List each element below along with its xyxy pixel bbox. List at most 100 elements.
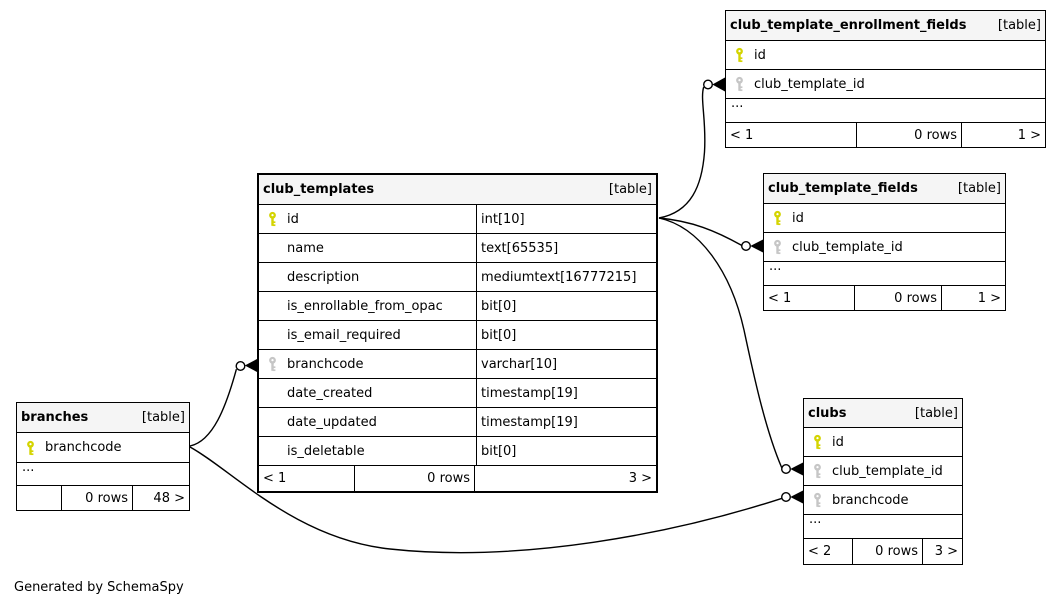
foreign-key: [733, 76, 746, 92]
open-dot-icon: [781, 464, 792, 475]
column-row-club_template_id: club_template_id: [726, 69, 1045, 98]
edge-branches-branchcode-to-club_templates-branchcode: [189, 359, 257, 447]
column-row-date_created: date_created timestamp[19]: [259, 378, 656, 407]
column-name-cell: branchcode: [804, 486, 962, 514]
column-row-id: id: [764, 203, 1005, 232]
column-name-cell: description: [259, 263, 477, 291]
primary-key-icon: [269, 211, 276, 227]
column-name: club_template_id: [792, 239, 903, 255]
column-name: is_enrollable_from_opac: [287, 298, 443, 314]
column-type-cell: bit[0]: [477, 321, 656, 349]
table-name: club_template_fields: [768, 181, 918, 196]
crow-foot-arrow-icon: [750, 239, 763, 253]
column-name-cell: branchcode: [17, 433, 189, 462]
column-type: bit[0]: [481, 298, 517, 314]
more-columns-ellipsis: ...: [764, 259, 1005, 285]
column-name-cell: club_template_id: [764, 233, 1005, 261]
column-type-cell: timestamp[19]: [477, 408, 656, 436]
column-name-cell: id: [259, 205, 477, 233]
table-header[interactable]: club_templates[table]: [259, 175, 656, 204]
primary-key-icon: [814, 434, 821, 450]
column-name: id: [792, 210, 804, 226]
table-header[interactable]: club_template_fields [table]: [764, 174, 1005, 203]
crow-foot-arrow-icon: [790, 462, 803, 476]
footer-children: 1 >: [1017, 127, 1041, 143]
column-row-branchcode: branchcode: [804, 485, 962, 514]
primary-key: [733, 47, 746, 63]
footer-row-count: 0 rows: [855, 286, 942, 310]
footer-row-count: 0 rows: [355, 466, 475, 491]
column-name-cell: is_deletable: [259, 437, 477, 465]
column-type-cell: bit[0]: [477, 292, 656, 320]
primary-key-icon: [774, 210, 781, 226]
column-type: int[10]: [481, 211, 525, 227]
column-name: id: [287, 211, 299, 227]
column-name-cell: id: [764, 204, 1005, 232]
column-row-branchcode: branchcode varchar[10]: [259, 349, 656, 378]
edge-club_templates-id-to-clubs-club_template_id: [658, 217, 803, 476]
column-name-cell: id: [804, 428, 962, 456]
column-row-branchcode: branchcode: [17, 432, 189, 462]
column-row-id: id: [804, 427, 962, 456]
key-spacer: [266, 240, 279, 256]
table-name: branches: [21, 410, 89, 425]
column-name-cell: branchcode: [259, 350, 477, 378]
column-name: id: [754, 47, 766, 63]
column-row-id: id int[10]: [259, 204, 656, 233]
key-spacer: [266, 385, 279, 401]
open-dot-icon: [741, 240, 752, 251]
primary-key: [24, 440, 37, 456]
table-header[interactable]: branches [table]: [17, 403, 189, 432]
column-type: text[65535]: [481, 240, 559, 256]
column-name: branchcode: [45, 440, 122, 455]
more-columns-ellipsis: ...: [726, 96, 1045, 122]
column-name-cell: id: [726, 41, 1045, 69]
column-name-cell: is_email_required: [259, 321, 477, 349]
crow-foot-arrow-icon: [790, 490, 803, 504]
foreign-key: [811, 492, 824, 508]
primary-key-icon: [27, 440, 34, 455]
ellipsis-text: ...: [731, 96, 744, 111]
column-type: varchar[10]: [481, 356, 558, 372]
column-name: is_email_required: [287, 327, 401, 343]
more-columns-ellipsis: ...: [17, 461, 189, 485]
table-tag: [table]: [141, 410, 185, 425]
edge-club_templates-id-to-club_template_enrollment_fields-club_template_id: [658, 77, 725, 219]
key-spacer: [266, 269, 279, 285]
column-type: bit[0]: [481, 443, 517, 459]
foreign-key: [771, 239, 784, 255]
table-name: clubs: [808, 405, 847, 421]
column-type-cell: int[10]: [477, 205, 656, 233]
column-name-cell: name: [259, 234, 477, 262]
table-club_template_enrollment_fields[interactable]: club_template_enrollment_fields[table]id…: [725, 10, 1046, 148]
generator-note: Generated by SchemaSpy: [14, 580, 184, 595]
table-club_template_fields[interactable]: club_template_fields [table] id club_templa…: [763, 173, 1006, 311]
column-name: date_created: [287, 385, 373, 401]
table-tag: [table]: [957, 181, 1001, 196]
footer-parents: < 2: [804, 539, 853, 564]
key-spacer: [266, 443, 279, 459]
foreign-key-icon: [774, 239, 781, 255]
column-name: branchcode: [287, 356, 364, 372]
column-name: date_updated: [287, 414, 377, 430]
column-row-club_template_id: club_template_id: [804, 456, 962, 485]
column-type-cell: bit[0]: [477, 437, 656, 465]
column-name: club_template_id: [754, 76, 865, 92]
table-header[interactable]: club_template_enrollment_fields[table]: [726, 11, 1045, 40]
ellipsis-text: ...: [809, 512, 822, 527]
table-header[interactable]: clubs[table]: [804, 399, 962, 427]
footer-row-count: 0 rows: [62, 486, 133, 510]
column-type: timestamp[19]: [481, 385, 578, 401]
column-type-cell: timestamp[19]: [477, 379, 656, 407]
ellipsis-text: ...: [769, 259, 782, 274]
